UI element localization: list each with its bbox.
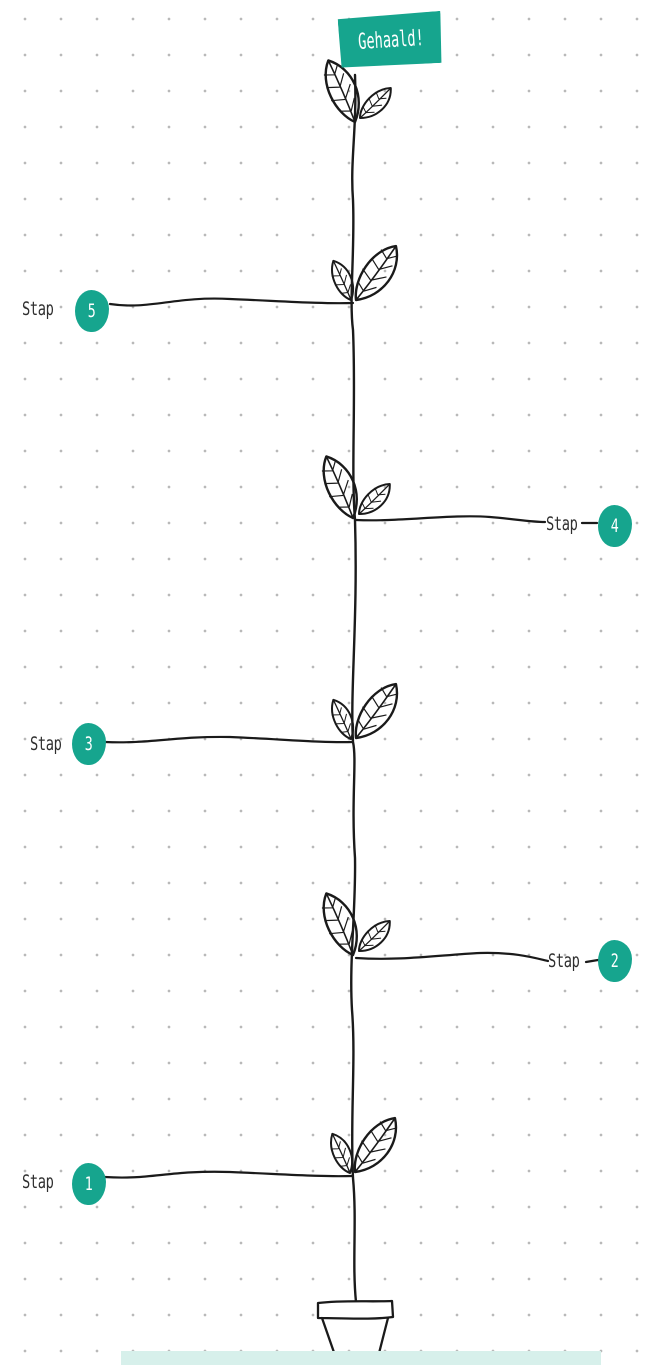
step-1-word: Stap: [22, 1173, 54, 1192]
plant-stem: [351, 75, 356, 1302]
step-3-number: 3: [85, 733, 93, 755]
leaf-icon: [353, 1113, 398, 1178]
step-5-word: Stap: [22, 300, 54, 319]
leaf-icon: [354, 679, 399, 744]
step-3-word: Stap: [30, 735, 62, 754]
step-2-number: 2: [611, 950, 619, 972]
goal-flag: Gehaald!: [338, 11, 444, 69]
leaf-icon: [358, 478, 391, 521]
branch-step-3: [105, 737, 353, 742]
branch-step-1: [105, 1172, 352, 1178]
step-1-number: 1: [85, 1173, 93, 1195]
leaf-icon: [308, 58, 376, 123]
leaf-icon: [358, 915, 391, 958]
goal-label: Gehaald!: [357, 26, 424, 55]
branch-step-5: [110, 299, 353, 306]
leaf-icon: [354, 241, 399, 306]
bottom-banner: [121, 1351, 601, 1365]
leaf-icon: [359, 82, 392, 125]
step-5-number: 5: [88, 300, 96, 322]
step-4-word: Stap: [546, 515, 578, 534]
step-4-number: 4: [611, 515, 619, 537]
step-2-word: Stap: [548, 952, 580, 971]
